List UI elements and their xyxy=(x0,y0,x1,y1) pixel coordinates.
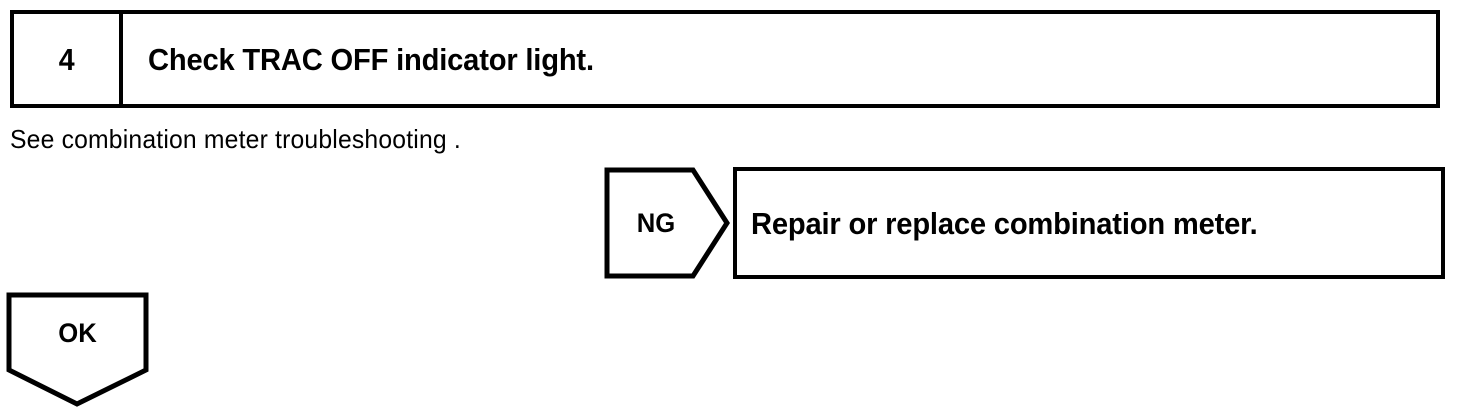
ng-result-text: Repair or replace combination meter. xyxy=(751,205,1258,241)
ok-branch-label: OK xyxy=(58,317,97,348)
step-number-cell: 4 xyxy=(14,14,123,104)
ng-result-box: Repair or replace combination meter. xyxy=(733,167,1445,279)
step-title: Check TRAC OFF indicator light. xyxy=(148,41,594,77)
ok-arrow-shape xyxy=(6,292,149,407)
ng-branch-arrow: NG xyxy=(604,167,730,279)
step-title-cell: Check TRAC OFF indicator light. xyxy=(123,14,1436,104)
ng-arrow-shape xyxy=(604,167,730,279)
step-number: 4 xyxy=(58,41,75,77)
step-header-box: 4 Check TRAC OFF indicator light. xyxy=(10,10,1440,108)
ok-branch-arrow: OK xyxy=(6,292,149,408)
ng-branch-label: NG xyxy=(636,207,676,238)
note-text: See combination meter troubleshooting . xyxy=(10,124,461,154)
